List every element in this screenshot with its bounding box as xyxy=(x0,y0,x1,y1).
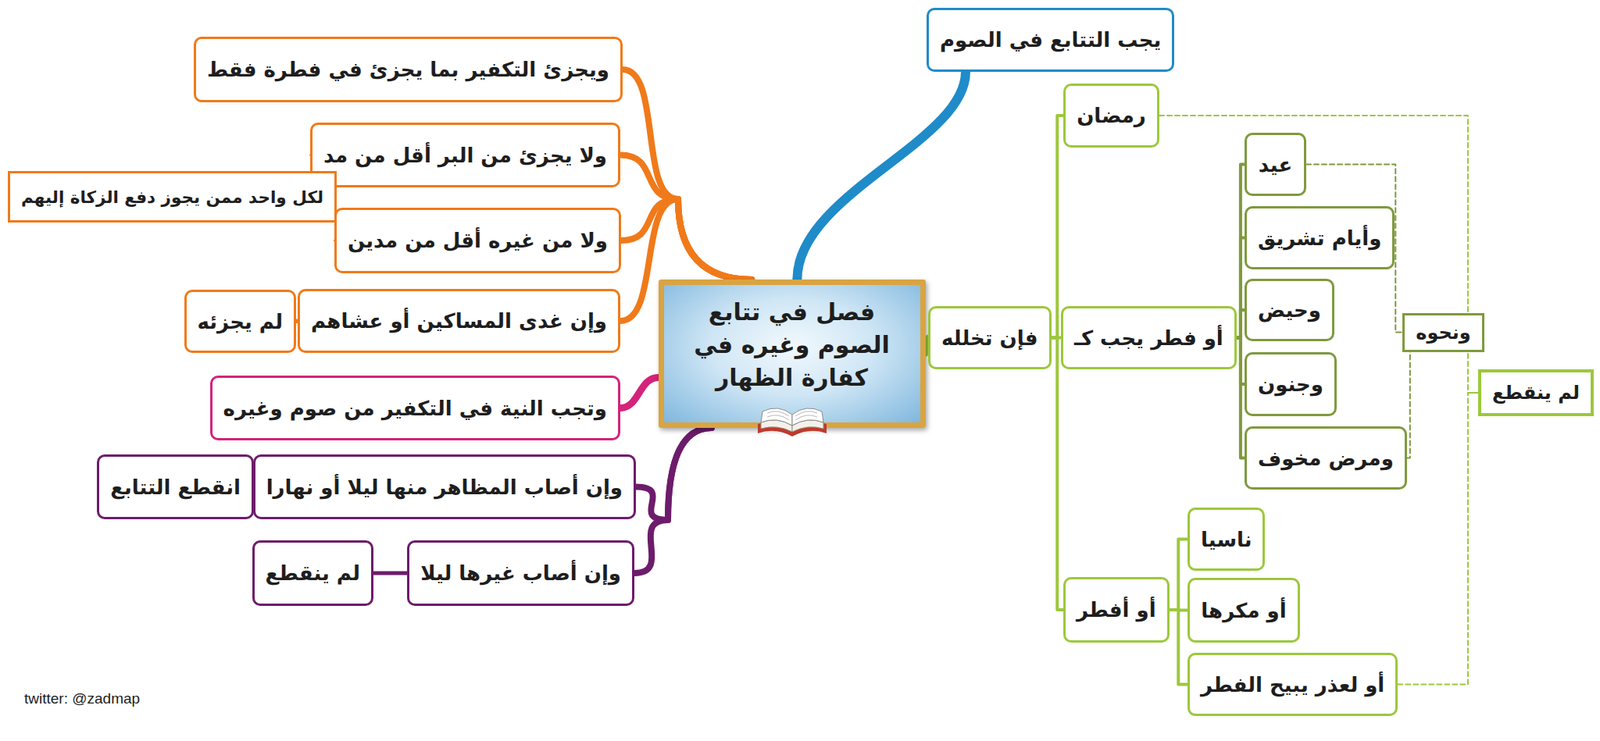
branch-connector xyxy=(634,428,712,574)
branch-box: أو فطر يجب كـ xyxy=(1060,306,1237,370)
node-text: لم ينقطع xyxy=(1492,382,1580,404)
branch-connector xyxy=(373,571,408,576)
node-text: ولا من غيره أقل من مدين xyxy=(347,228,608,253)
branch-connector xyxy=(1051,115,1064,339)
result-box: لم يجزئه xyxy=(184,289,297,354)
node-text: وأيام تشريق xyxy=(1257,226,1382,250)
branch-connector xyxy=(1236,338,1245,459)
branch-connector xyxy=(796,71,966,280)
leaf-box: وأيام تشريق xyxy=(1244,206,1395,270)
branch-box: وتجب النية في التكفير من صوم وغيره xyxy=(210,375,621,441)
branch-box: ولا يجزئ من البر أقل من مد xyxy=(310,122,621,188)
node-text: لكل واحد ممن يجوز دفع الزكاة إليهم xyxy=(21,187,324,208)
node-text: ومرض مخوف xyxy=(1257,446,1394,471)
branch-connector xyxy=(1169,610,1188,686)
result-box: لم ينقطع xyxy=(1478,369,1594,417)
leaf-box: أو لعذر يبيح الفطر xyxy=(1187,653,1398,717)
branch-box: ولا من غيره أقل من مدين xyxy=(334,207,622,274)
branch-connector xyxy=(1236,164,1245,339)
leaf-box: أو مكرها xyxy=(1187,578,1300,643)
note-box: لكل واحد ممن يجوز دفع الزكاة إليهم xyxy=(7,171,337,223)
central-topic: فصل في تتابع الصوم وغيره في كفارة الظهار xyxy=(658,279,926,429)
branch-connector xyxy=(1236,238,1245,339)
node-text: انقطع التتابع xyxy=(110,475,241,500)
branch-connector xyxy=(1051,338,1064,611)
branch-box: فإن تخلله xyxy=(928,306,1052,370)
node-text: ولا يجزئ من البر أقل من مد xyxy=(323,143,608,168)
branch-box: وإن غدى المساكين أو عشاهم xyxy=(297,289,621,354)
branch-box: أو أفطر xyxy=(1063,577,1170,643)
node-text: أو مكرها xyxy=(1200,599,1286,623)
branch-connector xyxy=(1236,310,1245,339)
node-text: فإن تخلله xyxy=(941,326,1039,350)
branch-box: رمضان xyxy=(1063,83,1160,148)
watermark: twitter: @zadmap xyxy=(24,690,140,708)
branch-box: ويجزئ التكفير بما يجزئ في فطرة فقط xyxy=(193,36,623,103)
branch-box: وإن أصاب غيرها ليلا xyxy=(407,540,635,607)
node-text: يجب التتابع في الصوم xyxy=(939,28,1161,52)
node-text: رمضان xyxy=(1076,103,1147,128)
node-text: عيد xyxy=(1258,153,1293,177)
node-text: لم يجزئه xyxy=(197,310,283,334)
leaf-box: وجنون xyxy=(1244,352,1337,417)
node-text: ناسيا xyxy=(1200,528,1252,552)
leaf-box: ناسيا xyxy=(1187,507,1265,572)
node-text: وحيض xyxy=(1257,298,1322,322)
node-text: وإن أصاب غيرها ليلا xyxy=(420,561,622,586)
node-text: فصل في تتابع الصوم وغيره في كفارة الظهار xyxy=(675,296,910,395)
node-text: وإن أصاب المظاهر منها ليلا أو نهارا xyxy=(266,475,623,500)
leaf-box: عيد xyxy=(1244,132,1307,197)
node-text: وتجب النية في التكفير من صوم وغيره xyxy=(223,396,608,421)
branch-connector xyxy=(620,155,752,281)
note-box: ونحوه xyxy=(1402,313,1484,353)
leaf-box: وحيض xyxy=(1244,278,1335,342)
node-text: لم ينقطع xyxy=(265,561,361,586)
node-text: وجنون xyxy=(1257,372,1324,397)
branch-box: يجب التتابع في الصوم xyxy=(926,7,1175,72)
node-text: أو فطر يجب كـ xyxy=(1074,326,1224,350)
result-box: لم ينقطع xyxy=(252,540,374,607)
branch-connector xyxy=(620,377,659,408)
node-text: أو لعذر يبيح الفطر xyxy=(1200,673,1385,697)
leaf-box: ومرض مخوف xyxy=(1244,426,1408,490)
node-text: ونحوه xyxy=(1415,321,1471,344)
dashed-connector xyxy=(1397,392,1479,686)
book-icon xyxy=(754,400,830,442)
node-text: أو أفطر xyxy=(1076,598,1157,622)
node-text: ويجزئ التكفير بما يجزئ في فطرة فقط xyxy=(207,57,610,82)
branch-box: وإن أصاب المظاهر منها ليلا أو نهارا xyxy=(253,454,636,520)
result-box: انقطع التتابع xyxy=(96,454,254,520)
branch-connector xyxy=(1169,539,1188,611)
node-text: وإن غدى المساكين أو عشاهم xyxy=(310,309,608,333)
